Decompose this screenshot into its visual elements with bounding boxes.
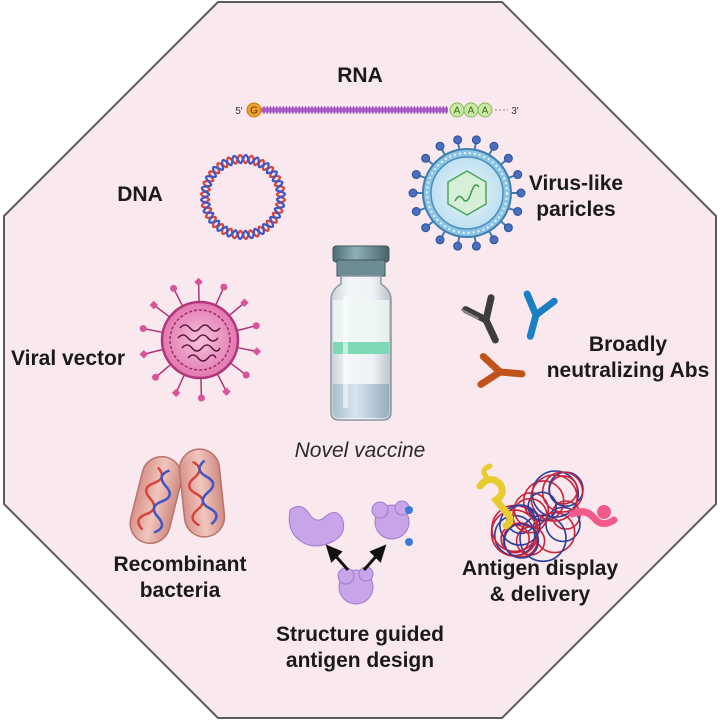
bacteria-label-line2: bacteria	[139, 579, 221, 602]
vlp-label-line2: paricles	[536, 198, 616, 221]
abs-label: Broadly neutralizing Abs	[538, 332, 718, 384]
antibodies-icon	[460, 290, 558, 388]
rna-strand-illustration: G A A A 5' 3'	[235, 102, 519, 118]
dna-plasmid-icon	[199, 153, 287, 241]
rna-cap-letter: G	[250, 106, 258, 117]
display-label-line1: Antigen display	[461, 557, 619, 580]
abs-label-line2: neutralizing Abs	[546, 359, 710, 382]
antibody-blue	[523, 290, 558, 340]
polya-letter: A	[482, 106, 489, 117]
bacteria-label: Recombinant bacteria	[95, 552, 265, 604]
abs-label-line1: Broadly	[588, 333, 668, 356]
structure-antigen-icon	[288, 500, 413, 605]
polya-bead	[477, 102, 493, 118]
structure-label-line2: antigen design	[285, 649, 435, 672]
center-label: Novel vaccine	[294, 439, 426, 462]
polya-letter: A	[468, 106, 475, 117]
dna-label: DNA	[117, 183, 163, 206]
viral-vector-label: Viral vector	[11, 347, 126, 370]
structure-label-line1: Structure guided	[275, 623, 444, 646]
polya-letter: A	[454, 106, 461, 117]
structure-label: Structure guided antigen design	[250, 622, 470, 674]
vaccine-vial-icon	[330, 245, 392, 421]
vlp-label: Virus-like paricles	[516, 171, 636, 223]
rna-three-prime: 3'	[511, 106, 519, 117]
display-label-line2: & delivery	[489, 583, 591, 606]
rna-cap	[246, 102, 262, 118]
display-label: Antigen display & delivery	[440, 556, 640, 608]
virus-like-particle-icon	[408, 135, 526, 251]
antibody-orange	[477, 352, 526, 388]
rna-label: RNA	[337, 64, 383, 87]
antigen-display-icon	[476, 463, 618, 563]
bacteria-icon	[129, 448, 226, 545]
bacteria-label-line1: Recombinant	[113, 553, 247, 576]
viral-vector-icon	[139, 277, 262, 402]
antibody-dark	[460, 294, 499, 344]
vlp-label-line1: Virus-like	[528, 172, 624, 195]
rna-five-prime: 5'	[235, 106, 243, 117]
